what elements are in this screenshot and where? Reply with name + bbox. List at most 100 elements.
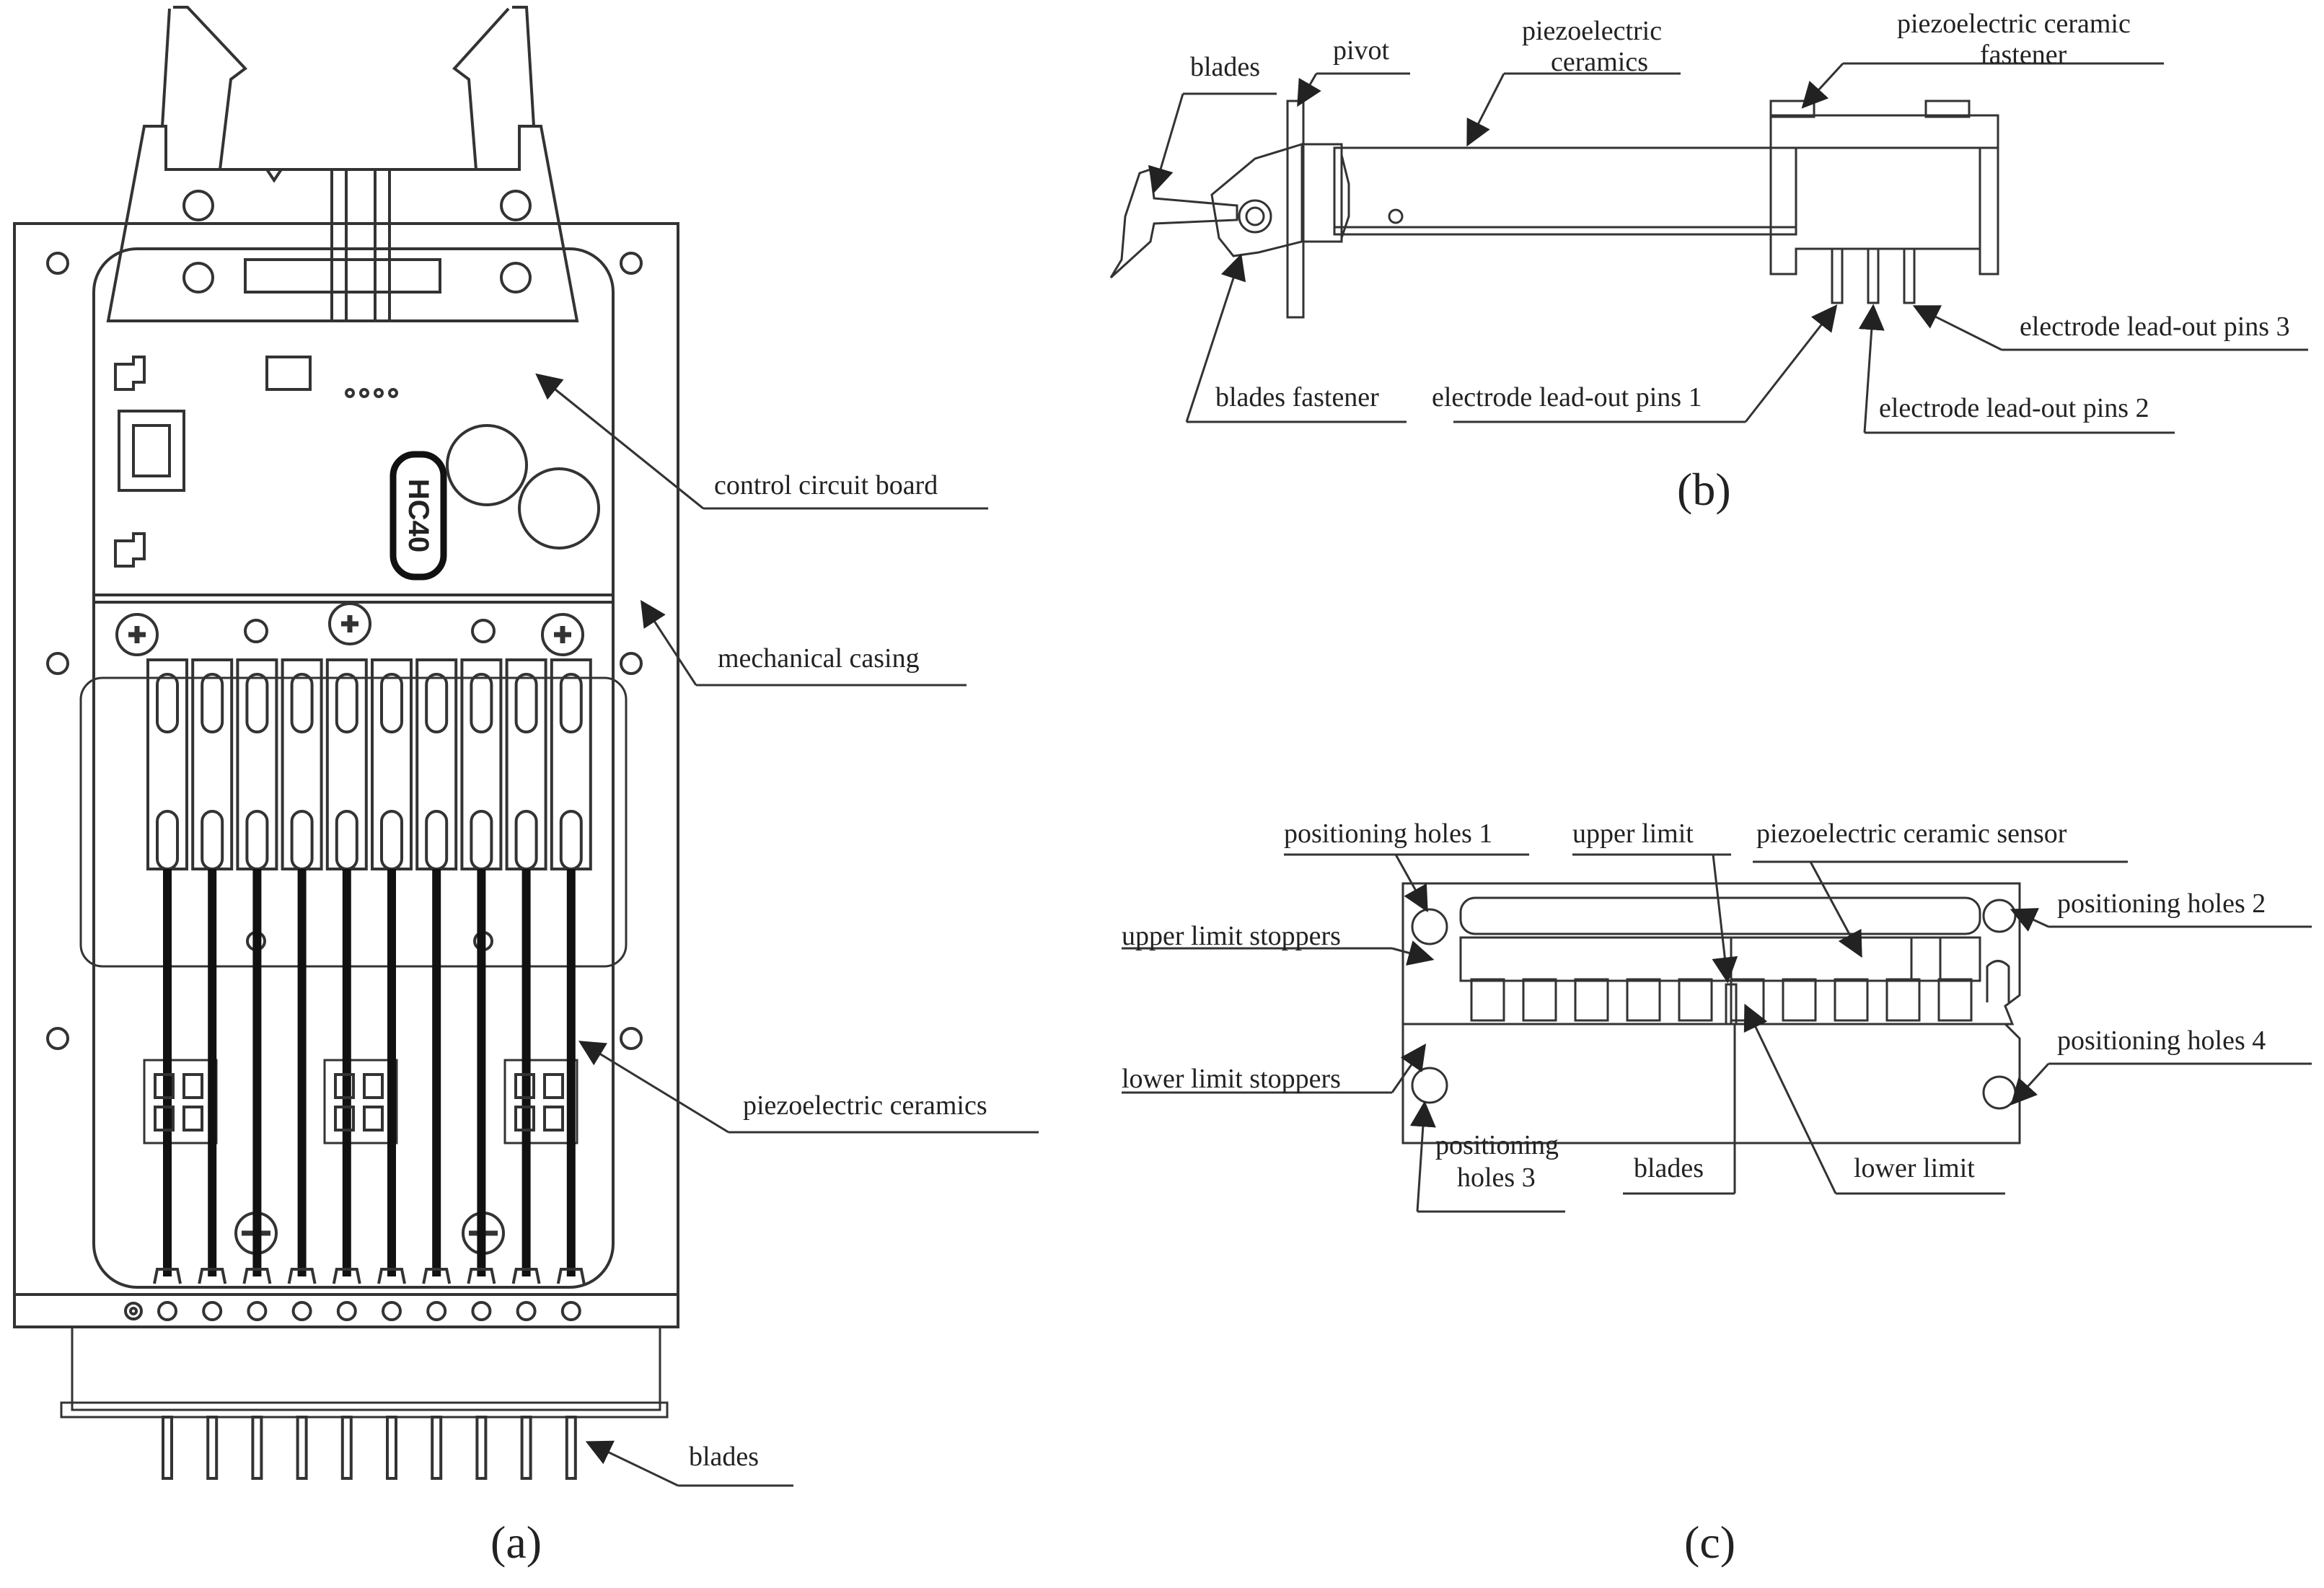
blade-tip	[431, 1416, 443, 1480]
teeth-comb	[1470, 978, 1973, 1022]
strip-foot	[556, 1268, 586, 1284]
piezo-strip	[252, 869, 262, 1276]
label-blades-a: blades	[689, 1442, 759, 1472]
strip-foot	[467, 1268, 496, 1284]
piezo-strip	[297, 869, 307, 1276]
channel-holder	[325, 658, 368, 870]
channel-holder	[236, 658, 278, 870]
label-upper-limit-stoppers: upper limit stoppers	[1122, 921, 1341, 951]
label-upper-limit: upper limit	[1572, 819, 1694, 849]
piezo-strip	[387, 869, 396, 1276]
piezo-strip	[208, 869, 217, 1276]
clamp-cell	[363, 1073, 384, 1099]
channel-slot-lower	[156, 810, 179, 870]
label-blades-fastener: blades fastener	[1215, 382, 1379, 413]
chip-hc40	[389, 451, 447, 581]
channel-slot-upper	[559, 673, 583, 733]
channel-holder	[550, 658, 592, 870]
label-fastener-2: fastener	[1980, 40, 2067, 70]
comb-tooth	[1574, 978, 1609, 1022]
blade-tip	[206, 1416, 219, 1480]
label-piezoelectric-ceramics-a: piezoelectric ceramics	[743, 1090, 987, 1121]
clamp-cell	[363, 1106, 384, 1132]
pin-hole	[471, 1301, 492, 1321]
inner-panel	[92, 247, 615, 1289]
channel-slot-lower	[470, 810, 493, 870]
strip-foot	[422, 1268, 452, 1284]
label-lower-limit: lower limit	[1854, 1153, 1975, 1183]
channel-slot-upper	[156, 673, 179, 733]
channel-slot-upper	[425, 673, 449, 733]
channel-holder	[191, 658, 234, 870]
clamp-cell	[334, 1106, 355, 1132]
blade-b	[1109, 167, 1238, 279]
clamp-cell	[182, 1106, 203, 1132]
channel-slot-lower	[514, 810, 538, 870]
clamp-cell	[154, 1073, 175, 1099]
label-pins-1: electrode lead-out pins 1	[1432, 382, 1702, 413]
connector	[106, 6, 579, 322]
piezo-strip	[521, 869, 531, 1276]
channel-slot-lower	[559, 810, 583, 870]
clamp-cell	[514, 1106, 535, 1132]
channel-slot-upper	[514, 673, 538, 733]
pin-hole	[202, 1301, 223, 1321]
label-piezoelectric-ceramics-b2: ceramics	[1551, 47, 1648, 77]
chip-label: HC40	[402, 479, 434, 552]
piezo-strip	[432, 869, 441, 1276]
pivot	[1286, 100, 1305, 319]
panel-c-labels: positioning holes 1 upper limit piezoele…	[1122, 819, 2312, 1568]
clamp-cell	[182, 1073, 203, 1099]
comb-tooth	[1678, 978, 1713, 1022]
piezo-strip	[163, 869, 172, 1276]
label-piezoelectric-ceramics-b1: piezoelectric	[1522, 16, 1662, 46]
pin-hole	[516, 1301, 537, 1321]
panel-c	[1401, 882, 2021, 1144]
label-positioning-holes-3-1: positioning	[1435, 1130, 1559, 1160]
comb-tooth	[1782, 978, 1817, 1022]
strip-foot	[198, 1268, 227, 1284]
clamp-cell	[543, 1106, 564, 1132]
channel-holder	[146, 658, 188, 870]
channel-slot-lower	[290, 810, 314, 870]
label-blades-c: blades	[1634, 1153, 1704, 1183]
channel-slot-upper	[470, 673, 493, 733]
comb-tooth	[1522, 978, 1557, 1022]
strip-foot	[332, 1268, 361, 1284]
blade-tip	[251, 1416, 263, 1480]
clamp-cell	[334, 1073, 355, 1099]
blade-tip	[162, 1416, 173, 1480]
strip-foot	[377, 1268, 406, 1284]
piezo-beam	[1333, 146, 1797, 236]
piezo-strip	[477, 869, 486, 1276]
label-sensor: piezoelectric ceramic sensor	[1756, 819, 2067, 849]
blade-tip	[296, 1416, 308, 1480]
label-pivot: pivot	[1333, 35, 1390, 66]
channel-holder	[281, 658, 323, 870]
channel-slot-lower	[201, 810, 224, 870]
pin-hole	[157, 1301, 177, 1321]
comb-tooth	[1834, 978, 1869, 1022]
pin-hole	[426, 1301, 447, 1321]
label-positioning-holes-1: positioning holes 1	[1284, 819, 1492, 849]
label-pins-3: electrode lead-out pins 3	[2020, 312, 2290, 342]
channel-holder	[460, 658, 503, 870]
piezo-strip	[342, 869, 351, 1276]
comb-tooth	[1470, 978, 1505, 1022]
lower-body	[1401, 1023, 2021, 1144]
fastener-block	[1769, 114, 1999, 275]
blade-tip	[565, 1416, 577, 1480]
comb-tooth	[1937, 978, 1973, 1022]
clamp-cell	[514, 1073, 535, 1099]
label-fastener-1: piezoelectric ceramic	[1897, 9, 2131, 39]
caption-a: (a)	[490, 1517, 542, 1568]
comb-tooth	[1885, 978, 1921, 1022]
label-pins-2: electrode lead-out pins 2	[1879, 393, 2149, 423]
channel-slot-lower	[425, 810, 449, 870]
label-positioning-holes-4: positioning holes 4	[2057, 1025, 2266, 1056]
blade-tip	[340, 1416, 353, 1480]
caption-c: (c)	[1684, 1517, 1735, 1568]
channel-slot-upper	[201, 673, 224, 733]
label-blades-b: blades	[1190, 52, 1260, 82]
